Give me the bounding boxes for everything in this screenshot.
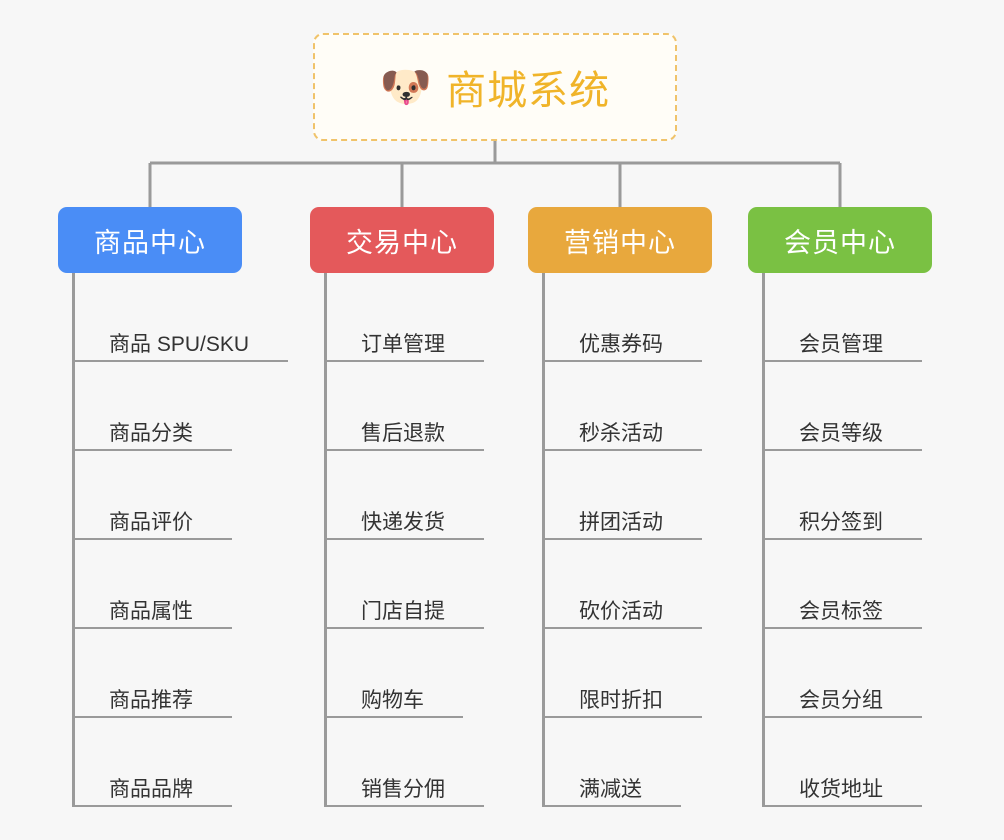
leaf-item-label: 限时折扣 bbox=[579, 689, 663, 712]
leaf-item[interactable]: 会员管理 bbox=[762, 273, 932, 362]
branch-header-trade-center[interactable]: 交易中心 bbox=[310, 207, 494, 273]
leaf-item-underline bbox=[324, 805, 484, 807]
leaf-item-label: 会员分组 bbox=[799, 689, 883, 712]
leaf-item-label: 秒杀活动 bbox=[579, 422, 663, 445]
leaf-item-label: 满减送 bbox=[579, 778, 642, 801]
leaf-item-underline bbox=[542, 627, 702, 629]
branch-header-member-center[interactable]: 会员中心 bbox=[748, 207, 932, 273]
leaf-item[interactable]: 会员等级 bbox=[762, 362, 932, 451]
leaf-item-label: 商品 SPU/SKU bbox=[109, 333, 250, 356]
leaf-item-label: 快递发货 bbox=[361, 511, 445, 534]
leaf-item-underline bbox=[72, 805, 232, 807]
leaf-item-underline bbox=[72, 716, 232, 718]
leaf-item-label: 商品评价 bbox=[109, 511, 193, 534]
leaf-item-underline bbox=[542, 449, 702, 451]
leaf-item[interactable]: 积分签到 bbox=[762, 451, 932, 540]
leaf-item-label: 商品分类 bbox=[109, 422, 193, 445]
branch-trade-center: 交易中心订单管理售后退款快递发货门店自提购物车销售分佣 bbox=[310, 207, 494, 807]
leaf-list-product-center: 商品 SPU/SKU 商品分类商品评价商品属性商品推荐商品品牌 bbox=[72, 273, 288, 807]
leaf-item-underline bbox=[762, 805, 922, 807]
leaf-item-underline bbox=[72, 449, 232, 451]
leaf-item-label: 购物车 bbox=[361, 689, 424, 712]
leaf-item-label: 砍价活动 bbox=[579, 600, 663, 623]
leaf-item-underline bbox=[762, 538, 922, 540]
leaf-item-underline bbox=[762, 627, 922, 629]
leaf-item-label: 会员等级 bbox=[799, 422, 883, 445]
leaf-item-underline bbox=[324, 627, 484, 629]
leaf-item[interactable]: 订单管理 bbox=[324, 273, 494, 362]
connector-bus bbox=[148, 141, 842, 207]
leaf-item-underline bbox=[542, 716, 702, 718]
leaf-item-underline bbox=[72, 538, 232, 540]
root-node[interactable]: 🐶 商城系统 bbox=[313, 33, 677, 141]
leaf-item-underline bbox=[324, 360, 484, 362]
leaf-item[interactable]: 限时折扣 bbox=[542, 629, 712, 718]
leaf-item[interactable]: 商品 SPU/SKU bbox=[72, 273, 288, 362]
leaf-item-underline bbox=[762, 716, 922, 718]
leaf-item[interactable]: 商品评价 bbox=[72, 451, 249, 540]
leaf-item-label: 会员标签 bbox=[799, 600, 883, 623]
leaf-item-label: 销售分佣 bbox=[361, 778, 445, 801]
leaf-item[interactable]: 收货地址 bbox=[762, 718, 932, 807]
branch-member-center: 会员中心会员管理会员等级积分签到会员标签会员分组收货地址 bbox=[748, 207, 932, 807]
leaf-item[interactable]: 拼团活动 bbox=[542, 451, 712, 540]
leaf-item-underline bbox=[762, 449, 922, 451]
leaf-item[interactable]: 满减送 bbox=[542, 718, 712, 807]
leaf-item-label: 收货地址 bbox=[799, 778, 883, 801]
root-title: 商城系统 bbox=[446, 69, 611, 113]
leaf-item[interactable]: 购物车 bbox=[324, 629, 494, 718]
leaf-item-underline bbox=[542, 805, 681, 807]
leaf-item-label: 商品品牌 bbox=[109, 778, 193, 801]
branch-header-product-center[interactable]: 商品中心 bbox=[58, 207, 242, 273]
leaf-item-label: 门店自提 bbox=[361, 600, 445, 623]
leaf-item[interactable]: 销售分佣 bbox=[324, 718, 494, 807]
leaf-item[interactable]: 售后退款 bbox=[324, 362, 494, 451]
leaf-item[interactable]: 秒杀活动 bbox=[542, 362, 712, 451]
leaf-item-label: 优惠券码 bbox=[579, 333, 663, 356]
leaf-item-underline bbox=[762, 360, 922, 362]
branch-marketing-center: 营销中心优惠券码秒杀活动拼团活动砍价活动限时折扣满减送 bbox=[528, 207, 712, 807]
leaf-item-label: 商品属性 bbox=[109, 600, 193, 623]
branch-header-label: 营销中心 bbox=[564, 227, 676, 258]
leaf-item-label: 拼团活动 bbox=[579, 511, 663, 534]
leaf-item-underline bbox=[324, 449, 484, 451]
branch-header-label: 会员中心 bbox=[784, 227, 896, 258]
leaf-item[interactable]: 会员分组 bbox=[762, 629, 932, 718]
leaf-item-label: 积分签到 bbox=[799, 511, 883, 534]
leaf-item-underline bbox=[542, 538, 702, 540]
leaf-item-label: 订单管理 bbox=[361, 333, 445, 356]
leaf-list-marketing-center: 优惠券码秒杀活动拼团活动砍价活动限时折扣满减送 bbox=[542, 273, 712, 807]
leaf-item[interactable]: 会员标签 bbox=[762, 540, 932, 629]
leaf-list-member-center: 会员管理会员等级积分签到会员标签会员分组收货地址 bbox=[762, 273, 932, 807]
branch-header-label: 交易中心 bbox=[346, 227, 458, 258]
leaf-item[interactable]: 商品推荐 bbox=[72, 629, 249, 718]
leaf-item[interactable]: 商品属性 bbox=[72, 540, 249, 629]
leaf-item[interactable]: 优惠券码 bbox=[542, 273, 712, 362]
leaf-item-underline bbox=[324, 716, 463, 718]
leaf-item-label: 售后退款 bbox=[361, 422, 445, 445]
leaf-list-trade-center: 订单管理售后退款快递发货门店自提购物车销售分佣 bbox=[324, 273, 494, 807]
shiba-dog-face-icon: 🐶 bbox=[379, 63, 433, 110]
leaf-item-label: 商品推荐 bbox=[109, 689, 193, 712]
branch-product-center: 商品中心商品 SPU/SKU 商品分类商品评价商品属性商品推荐商品品牌 bbox=[58, 207, 288, 807]
leaf-item-underline bbox=[324, 538, 484, 540]
leaf-item[interactable]: 砍价活动 bbox=[542, 540, 712, 629]
leaf-item-underline bbox=[72, 360, 288, 362]
leaf-item[interactable]: 门店自提 bbox=[324, 540, 494, 629]
leaf-item[interactable]: 商品分类 bbox=[72, 362, 249, 451]
branch-header-marketing-center[interactable]: 营销中心 bbox=[528, 207, 712, 273]
leaf-item-label: 会员管理 bbox=[799, 333, 883, 356]
leaf-item[interactable]: 快递发货 bbox=[324, 451, 494, 540]
leaf-item[interactable]: 商品品牌 bbox=[72, 718, 249, 807]
leaf-item-underline bbox=[542, 360, 702, 362]
branch-header-label: 商品中心 bbox=[94, 227, 206, 258]
leaf-item-underline bbox=[72, 627, 232, 629]
